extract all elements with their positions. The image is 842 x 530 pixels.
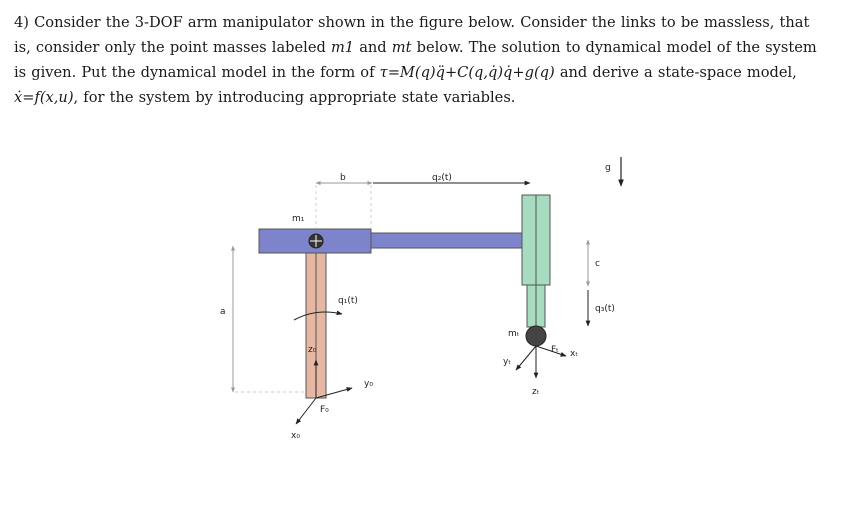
label-a: a — [220, 307, 226, 317]
arm-link-2 — [370, 232, 524, 249]
problem-text-5: , for the system by introducing appropri… — [73, 89, 516, 106]
label-q3: q₃(t) — [595, 304, 615, 314]
label-c: c — [595, 259, 600, 269]
problem-text-1: Consider the 3-DOF arm manipulator shown… — [14, 14, 810, 56]
label-xt: xₜ — [570, 349, 578, 359]
mass-mt: mt — [391, 39, 412, 56]
label-z0: z₀ — [308, 345, 317, 355]
problem-text-2: and — [354, 39, 392, 56]
label-g: g — [605, 163, 611, 173]
label-x0: x₀ — [291, 431, 300, 441]
q1-rotation-arrow — [293, 310, 343, 321]
mass-mt-marker — [525, 325, 547, 347]
y0-axis — [315, 387, 353, 399]
problem-text-3: below. The solution to dynamical model o… — [14, 39, 817, 81]
x0-axis — [295, 397, 317, 425]
xt-axis — [535, 345, 567, 357]
label-b: b — [340, 173, 346, 183]
mass-m1: m1 — [330, 39, 355, 56]
label-yt: yₜ — [503, 357, 511, 367]
label-q1: q₁(t) — [338, 296, 358, 306]
problem-number: 4) — [14, 14, 29, 31]
label-F0: F₀ — [320, 405, 329, 415]
problem-text-4: and derive a state-space model, — [554, 64, 797, 81]
dynamics-equation: τ=M(q)q̈+C(q,q̇)q̇+g(q) — [379, 64, 555, 81]
label-q2: q₂(t) — [432, 173, 452, 183]
label-m1: m₁ — [292, 214, 305, 224]
state-space-equation: ẋ=f(x,u) — [14, 89, 74, 106]
label-y0: y₀ — [364, 379, 373, 389]
problem-statement: 4) Consider the 3-DOF arm manipulator sh… — [14, 10, 830, 110]
label-mt: mₜ — [508, 329, 520, 339]
label-zt: zₜ — [532, 387, 540, 397]
label-Ft: Fₜ — [551, 345, 559, 355]
yt-axis — [515, 345, 537, 371]
